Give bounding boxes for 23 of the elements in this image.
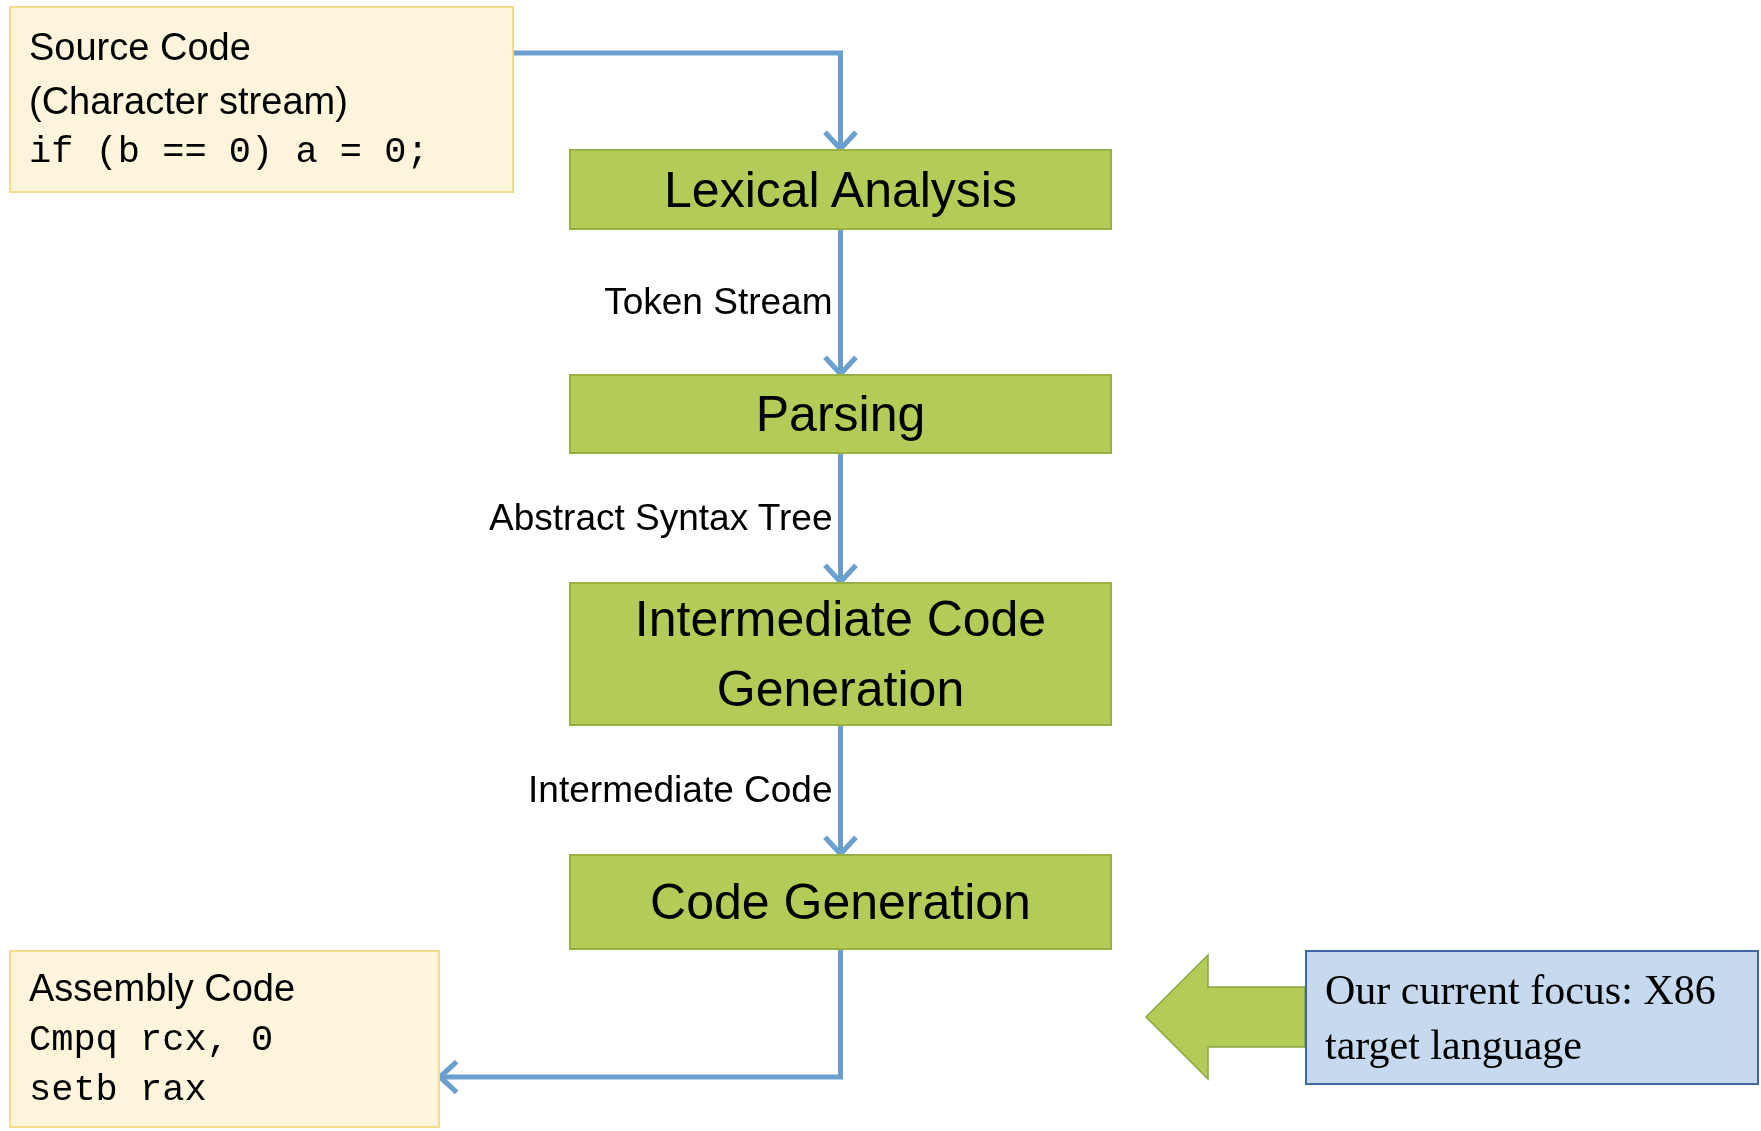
step-label: Parsing — [755, 385, 926, 444]
code-line: if (b == 0) a = 0; — [29, 129, 430, 175]
process-box — [569, 582, 1112, 726]
step-label: Intermediate Code Generation — [633, 590, 1048, 719]
arrow — [822, 454, 859, 585]
arrow — [514, 50, 859, 152]
note-box — [9, 950, 440, 1128]
note-heading: (Character stream) — [29, 78, 349, 124]
process-box — [569, 149, 1112, 230]
code-line: Cmpq rcx, 0 — [29, 1017, 275, 1063]
process-box — [569, 854, 1112, 950]
step-label: Code Generation — [650, 873, 1031, 932]
note-box — [9, 6, 514, 193]
note-heading: Assembly Code — [29, 966, 297, 1012]
note-text: Our current focus: X86 target language — [1325, 965, 1717, 1070]
code-line: setb rax — [29, 1067, 208, 1113]
arrow — [822, 726, 859, 857]
note-box — [1305, 950, 1759, 1085]
note-heading: Source Code — [29, 25, 252, 71]
block-arrow — [1144, 953, 1306, 1081]
step-label: Lexical Analysis — [664, 160, 1017, 220]
arrow — [822, 230, 859, 377]
process-box — [569, 374, 1112, 454]
